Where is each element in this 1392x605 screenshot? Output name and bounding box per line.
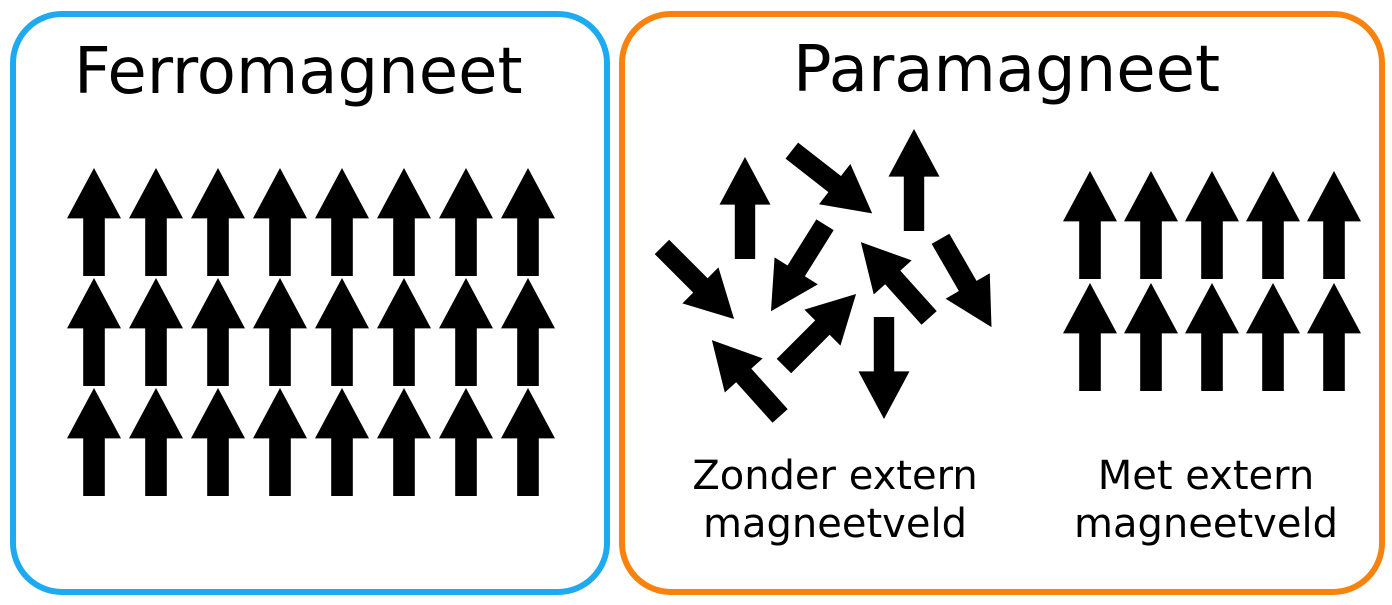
arrow-icon: [888, 129, 940, 231]
caption-with-field: Met extern magneetveld: [1044, 452, 1368, 548]
arrow-up-icon: [191, 388, 245, 496]
arrow-up-icon: [129, 278, 183, 386]
arrow-up-icon: [1185, 171, 1239, 279]
arrow-up-icon: [1124, 171, 1178, 279]
ferromagnet-arrow-grid: [67, 168, 555, 496]
arrow-icon: [858, 317, 910, 419]
paramagnet-panel: [619, 11, 1385, 595]
arrow-up-icon: [501, 278, 555, 386]
arrow-up-icon: [129, 168, 183, 276]
arrow-up-icon: [315, 168, 369, 276]
caption-with-field-line2: magneetveld: [1074, 501, 1338, 547]
paramagnet-title: Paramagneet: [793, 33, 1221, 107]
arrow-up-icon: [1307, 283, 1361, 391]
arrow-up-icon: [315, 278, 369, 386]
arrow-up-icon: [253, 278, 307, 386]
arrow-up-icon: [377, 278, 431, 386]
arrow-up-icon: [1063, 171, 1117, 279]
arrow-up-icon: [253, 388, 307, 496]
ferromagnet-panel: [10, 11, 610, 595]
arrow-up-icon: [439, 168, 493, 276]
arrow-icon: [776, 130, 888, 234]
paramagnet-aligned-arrow-grid: [1063, 171, 1361, 391]
arrow-icon: [841, 225, 949, 335]
arrow-up-icon: [1246, 171, 1300, 279]
arrow-up-icon: [501, 388, 555, 496]
arrow-up-icon: [129, 388, 183, 496]
arrow-icon: [692, 323, 800, 433]
arrow-up-icon: [1246, 283, 1300, 391]
arrow-up-icon: [1063, 283, 1117, 391]
arrow-up-icon: [501, 168, 555, 276]
arrow-up-icon: [377, 388, 431, 496]
arrow-up-icon: [439, 278, 493, 386]
caption-without-field: Zonder extern magneetveld: [662, 452, 1008, 548]
arrow-up-icon: [1185, 283, 1239, 391]
caption-with-field-line1: Met extern: [1097, 453, 1315, 499]
arrow-icon: [719, 157, 771, 259]
arrow-up-icon: [191, 278, 245, 386]
arrow-up-icon: [67, 388, 121, 496]
arrow-up-icon: [439, 388, 493, 496]
arrow-up-icon: [377, 168, 431, 276]
paramagnet-random-arrows: [643, 129, 1014, 433]
arrow-up-icon: [67, 278, 121, 386]
arrow-up-icon: [1307, 171, 1361, 279]
ferromagnet-title: Ferromagneet: [74, 35, 523, 109]
arrow-up-icon: [1124, 283, 1178, 391]
caption-without-field-line1: Zonder extern: [692, 453, 978, 499]
arrow-up-icon: [253, 168, 307, 276]
arrow-icon: [918, 226, 1014, 340]
caption-without-field-line2: magneetveld: [703, 501, 967, 547]
arrow-up-icon: [315, 388, 369, 496]
arrow-up-icon: [67, 168, 121, 276]
arrow-up-icon: [191, 168, 245, 276]
